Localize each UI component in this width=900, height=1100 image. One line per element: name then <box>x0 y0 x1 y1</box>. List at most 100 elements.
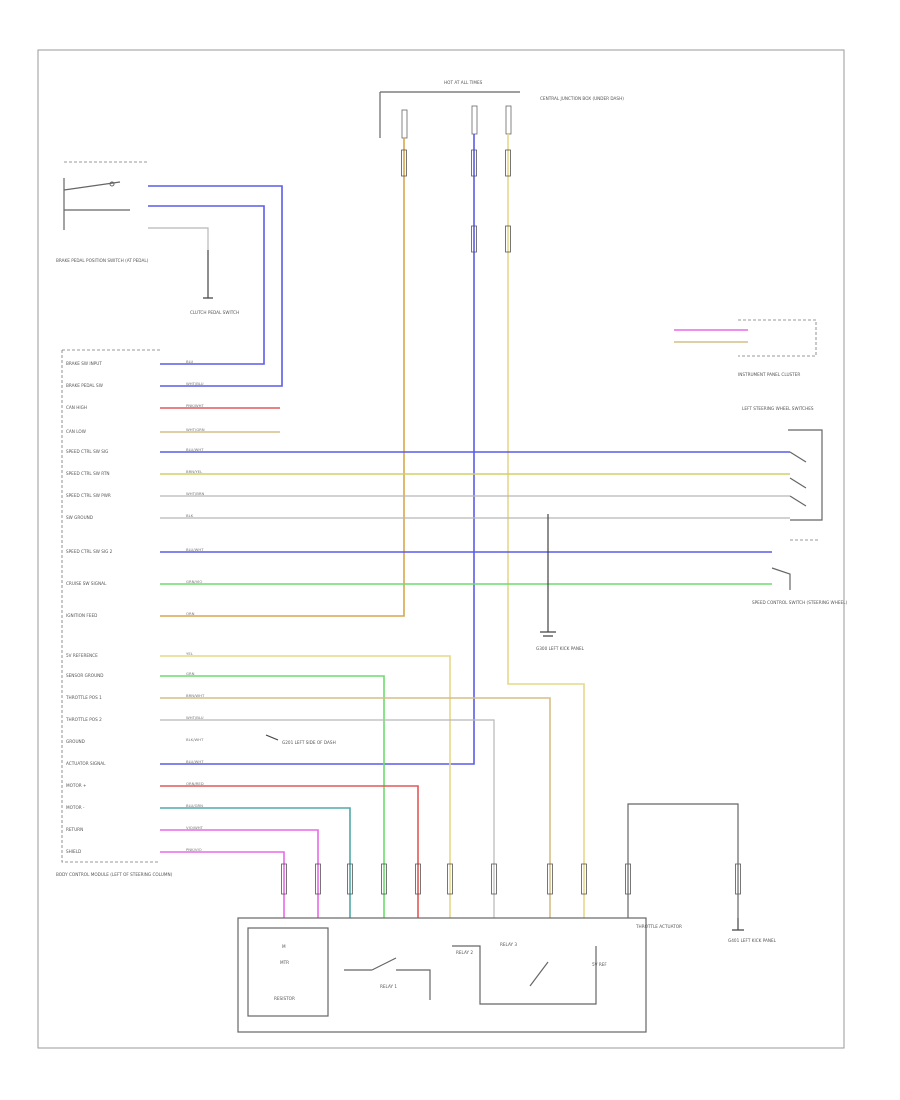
actuator-label-resistor: RESISTOR <box>274 996 295 1001</box>
module-row-label: THROTTLE POS 2 <box>65 717 102 722</box>
clutch-switch: CLUTCH PEDAL SWITCH <box>190 250 239 315</box>
module-row-label: GROUND <box>66 739 85 744</box>
wire-5v-ref <box>160 655 451 918</box>
module-row-label: SENSOR GROUND <box>66 673 104 678</box>
wires <box>148 134 790 918</box>
left-steering-label: LEFT STEERING WHEEL SWITCHES <box>742 406 814 411</box>
body-control-module: BODY CONTROL MODULE (LEFT OF STEERING CO… <box>56 349 173 877</box>
module-row-label: THROTTLE POS 1 <box>65 695 102 700</box>
wire-orange-feed <box>160 138 405 617</box>
connector-mark <box>491 863 497 895</box>
module-row-label: ACTUATOR SIGNAL <box>66 761 106 766</box>
instrument-cluster: INSTRUMENT PANEL CLUSTER <box>738 319 817 377</box>
connector-mark <box>505 149 511 177</box>
clutch-switch-label: CLUTCH PEDAL SWITCH <box>190 310 239 315</box>
connector-mark <box>315 863 321 895</box>
module-row-wire: BRN/WHT <box>186 693 205 698</box>
module-row-wire: BLU <box>186 359 194 364</box>
actuator-label-5v: 5V REF <box>592 962 607 967</box>
module-row-wire: WHT/BRN <box>186 491 204 496</box>
connector-mark <box>547 863 553 895</box>
module-row-label: RETURN <box>66 827 83 832</box>
connector-mark <box>581 863 587 895</box>
module-row-label: BRAKE SW INPUT <box>66 361 102 366</box>
actuator-label-relay3: RELAY 3 <box>500 942 517 947</box>
connector-mark <box>471 225 477 253</box>
module-row-wire: PNK/WHT <box>186 403 205 408</box>
module-row-wire: WHT/BLU <box>186 715 204 720</box>
module-row-label: SPEED CTRL SW SIG <box>66 449 108 454</box>
module-row-wire: YEL <box>186 651 194 656</box>
actuator-outline <box>237 917 647 1033</box>
brake-switch-label: BRAKE PEDAL POSITION SWITCH (AT PEDAL) <box>56 258 149 263</box>
module-row-wire: BLK/WHT <box>186 737 204 742</box>
module-row-wire: BLU/GRN <box>186 803 203 808</box>
fuse-box: HOT AT ALL TIMES <box>379 80 520 139</box>
wire-tp2 <box>160 719 495 918</box>
ground-g201-label: G201 LEFT SIDE OF DASH <box>282 740 336 745</box>
module-row-label: SPEED CTRL SW PWR <box>66 493 111 498</box>
wire-motor-plus <box>160 785 419 918</box>
wire-brake-3 <box>148 227 209 250</box>
module-row-wire: PNK/VIO <box>186 847 202 852</box>
left-steering-switches: LEFT STEERING WHEEL SWITCHES <box>742 406 823 521</box>
actuator-title: THROTTLE ACTUATOR <box>635 924 682 929</box>
diagram-frame <box>37 49 845 1049</box>
module-row-wire: BLU/WHT <box>186 759 204 764</box>
module-row-label: CRUISE SW SIGNAL <box>66 581 107 586</box>
actuator-label-m: M <box>282 944 286 949</box>
connector-mark <box>347 863 353 895</box>
module-row-wire: GRN/VIO <box>186 579 202 584</box>
ground-g401: G401 LEFT KICK PANEL <box>627 803 777 943</box>
module-row-label: MOTOR + <box>66 783 87 788</box>
module-row-label: SW GROUND <box>66 515 93 520</box>
module-row-wire: BRN/YEL <box>186 469 203 474</box>
wire-yellow-feed <box>507 134 585 918</box>
instrument-cluster-label: INSTRUMENT PANEL CLUSTER <box>738 372 800 377</box>
brake-switch: BRAKE PEDAL POSITION SWITCH (AT PEDAL) <box>56 161 149 263</box>
wire-tp1 <box>160 697 551 918</box>
ground-g300-label: G300 LEFT KICK PANEL <box>536 646 585 651</box>
module-row-wire: ORN/RED <box>186 781 204 786</box>
module-row-wire: BLU/WHT <box>186 447 204 452</box>
module-row-label: SPEED CTRL SW SIG 2 <box>66 549 113 554</box>
module-row-label: 5V REFERENCE <box>66 653 98 658</box>
actuator-label-relay2: RELAY 2 <box>456 950 473 955</box>
module-row-label: MOTOR - <box>66 805 85 810</box>
connector-mark <box>505 225 511 253</box>
connector-mark <box>415 863 421 895</box>
ground-g201: G201 LEFT SIDE OF DASH <box>265 734 336 745</box>
module-row-wire: BLU/WHT <box>186 547 204 552</box>
module-row-wire: WHT/BLU <box>186 381 204 386</box>
module-row-wire: GRN <box>186 671 195 676</box>
wire-brake-2 <box>148 205 265 365</box>
fuse-box-label: HOT AT ALL TIMES <box>444 80 483 85</box>
connector-mark <box>381 863 387 895</box>
module-row-label: CAN LOW <box>66 429 86 434</box>
module-row-label: SHIELD <box>66 849 81 854</box>
connector-mark <box>281 863 287 895</box>
wire-shield <box>160 851 285 918</box>
junction-box-label: CENTRAL JUNCTION BOX (UNDER DASH) <box>540 96 624 101</box>
module-row-wire: BLK <box>186 513 194 518</box>
throttle-actuator: M MTR RESISTOR RELAY 1 RELAY 2 RELAY 3 5… <box>237 917 682 1033</box>
module-row-wire: VIO/WHT <box>186 825 204 830</box>
speed-control-switch: SPEED CONTROL SWITCH (STEERING WHEEL) <box>752 539 847 605</box>
wire-blue-feed <box>160 134 475 765</box>
speed-control-switch-label: SPEED CONTROL SWITCH (STEERING WHEEL) <box>752 600 847 605</box>
module-row-label: SPEED CTRL SW RTN <box>66 471 110 476</box>
module-row-label: CAN HIGH <box>66 405 87 410</box>
module-rows: BRAKE SW INPUT BLU BRAKE PEDAL SW WHT/BLU CA… <box>65 359 205 854</box>
module-label: BODY CONTROL MODULE (LEFT OF STEERING CO… <box>56 872 173 877</box>
ground-g300: G300 LEFT KICK PANEL <box>536 514 585 651</box>
connector-mark <box>447 863 453 895</box>
wire-motor-minus <box>160 807 351 918</box>
module-row-label: BRAKE PEDAL SW <box>66 383 103 388</box>
wire-sensor-gnd <box>160 675 385 918</box>
actuator-label-relay1: RELAY 1 <box>380 984 397 989</box>
wire-brake-blu <box>148 185 283 387</box>
module-row-label: IGNITION FEED <box>66 613 97 618</box>
ground-g401-label: G401 LEFT KICK PANEL <box>728 938 777 943</box>
connector-mark <box>401 149 407 177</box>
